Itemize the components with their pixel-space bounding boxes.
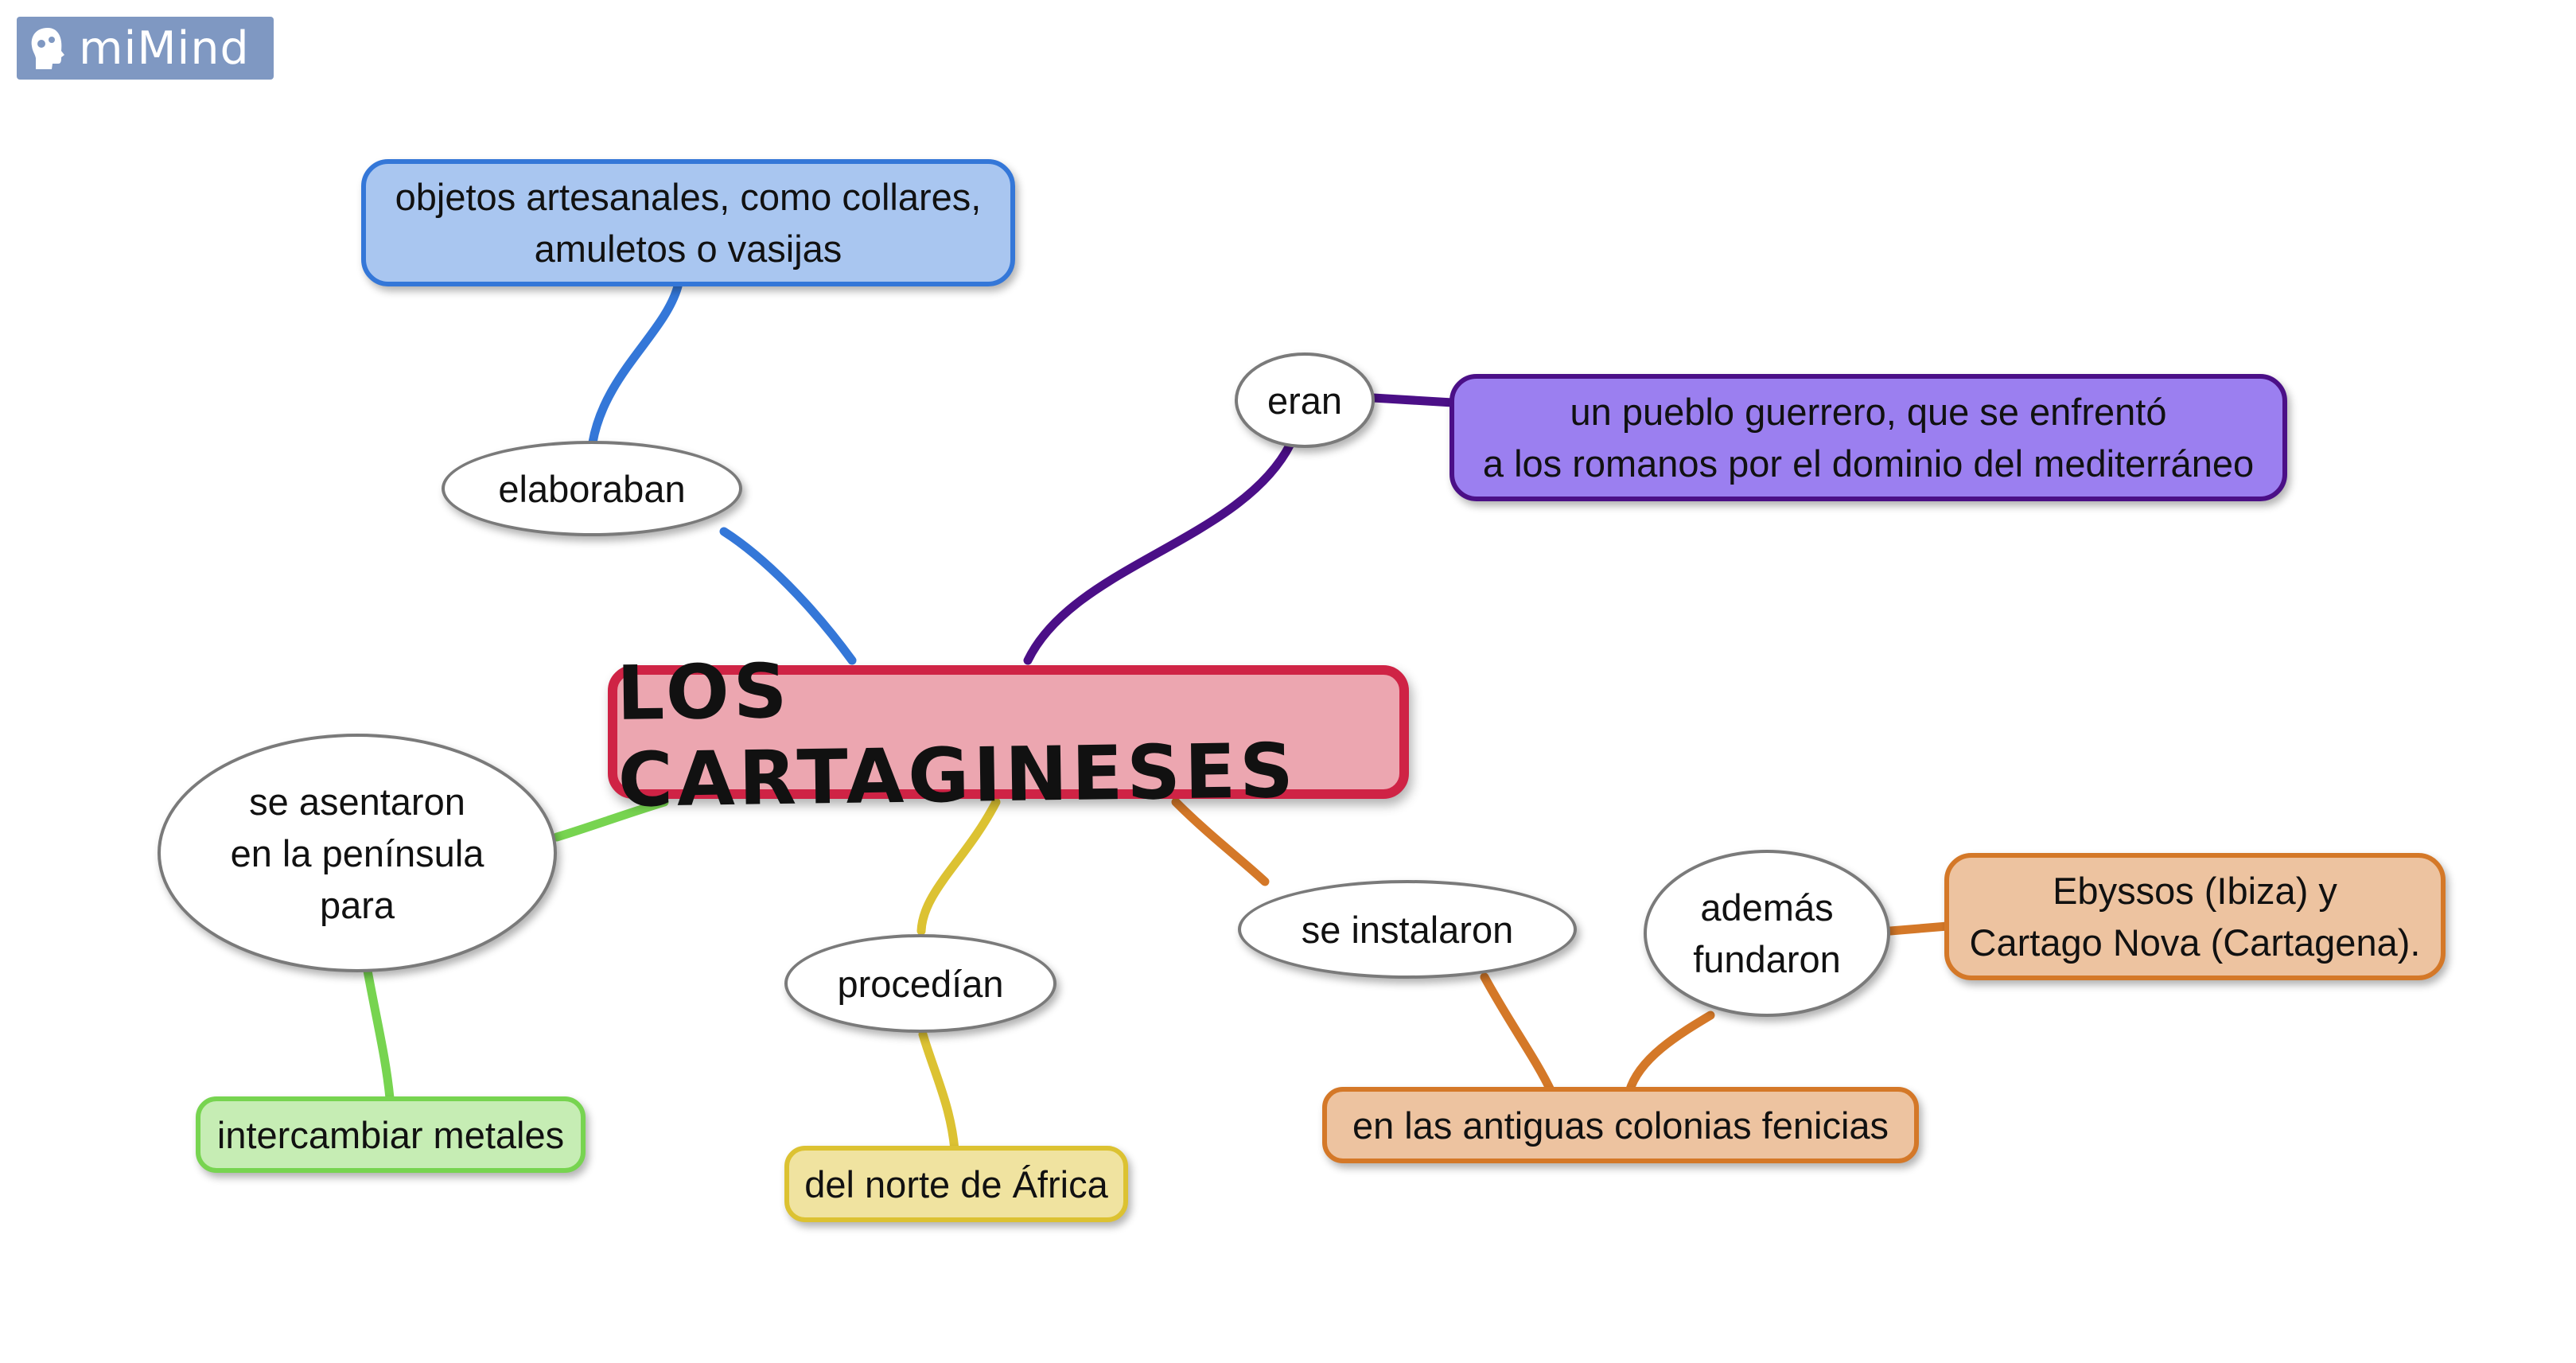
node-se-asentaron-label: se asentaron en la península para	[230, 780, 484, 926]
node-eran[interactable]: eran	[1235, 352, 1375, 448]
central-topic-node[interactable]: LOS CARTAGINESES	[608, 648, 1409, 824]
node-ademas-fundaron[interactable]: además fundaron	[1644, 850, 1890, 1017]
node-objetos-artesanales[interactable]: objetos artesanales, como collares, amul…	[361, 159, 1015, 286]
central-topic-label: LOS CARTAGINESES	[616, 648, 1298, 824]
node-procedian-label: procedían	[837, 962, 1004, 1005]
connector-asentaron-intercambiar	[363, 966, 395, 1103]
node-objetos-artesanales-label: objetos artesanales, como collares, amul…	[395, 176, 982, 270]
node-norte-africa-label: del norte de África	[804, 1162, 1108, 1205]
node-procedian[interactable]: procedían	[784, 934, 1056, 1033]
node-pueblo-guerrero[interactable]: un pueblo guerrero, que se enfrentó a lo…	[1449, 374, 2287, 501]
connector-procedian-norte	[918, 1030, 959, 1155]
connector-instalaron-colonias	[1480, 972, 1556, 1096]
connector-central-instalaron	[1171, 797, 1270, 886]
connector-eran-pueblo	[1368, 393, 1457, 407]
node-pueblo-guerrero-label: un pueblo guerrero, que se enfrentó a lo…	[1482, 391, 2255, 485]
node-ebyssos-cartago[interactable]: Ebyssos (Ibiza) y Cartago Nova (Cartagen…	[1944, 853, 2446, 980]
app-logo: miMind	[17, 17, 274, 80]
connector-central-asentaron	[552, 797, 669, 842]
node-intercambiar-metales-label: intercambiar metales	[216, 1113, 565, 1156]
connector-central-procedian	[916, 797, 1001, 936]
node-colonias-fenicias[interactable]: en las antiguas colonias fenicias	[1322, 1087, 1919, 1163]
node-colonias-fenicias-label: en las antiguas colonias fenicias	[1352, 1104, 1889, 1147]
node-ebyssos-cartago-label: Ebyssos (Ibiza) y Cartago Nova (Cartagen…	[1969, 870, 2421, 964]
node-se-instalaron-label: se instalaron	[1301, 908, 1514, 951]
mimind-head-icon	[31, 27, 64, 69]
connector-elaboraban-objetos	[588, 282, 683, 447]
node-se-instalaron[interactable]: se instalaron	[1238, 880, 1577, 979]
node-elaboraban-label: elaboraban	[498, 467, 686, 510]
node-elaboraban[interactable]: elaboraban	[442, 441, 742, 536]
node-eran-label: eran	[1267, 379, 1343, 422]
node-ademas-fundaron-label: además fundaron	[1693, 886, 1841, 980]
logo-text: miMind	[79, 21, 250, 75]
connector-central-eran	[1023, 439, 1295, 665]
connector-central-elaboraban	[719, 527, 857, 665]
node-norte-africa[interactable]: del norte de África	[784, 1146, 1128, 1222]
connector-ademas-ebyssos	[1885, 921, 1952, 936]
node-se-asentaron[interactable]: se asentaron en la península para	[158, 734, 557, 972]
node-intercambiar-metales[interactable]: intercambiar metales	[196, 1096, 586, 1173]
connector-colonias-ademas	[1625, 1011, 1715, 1096]
